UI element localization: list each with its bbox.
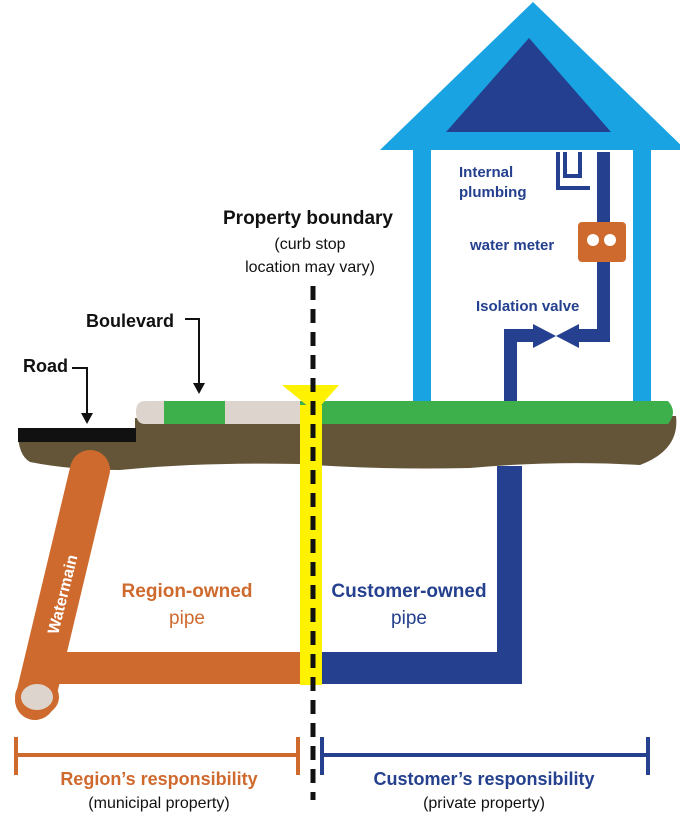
boulevard-sidewalk (225, 401, 305, 424)
water-meter-icon (578, 222, 626, 262)
watermain-pipe (15, 450, 110, 720)
boulevard-arrow-head (193, 383, 205, 394)
isolation-valve-label: Isolation valve (476, 298, 579, 315)
ground-soil (18, 416, 677, 470)
house-right-wall (633, 148, 651, 403)
boulevard-label: Boulevard (86, 311, 174, 331)
road-label: Road (23, 356, 68, 376)
house (380, 2, 680, 403)
curb-stop-marker (282, 385, 339, 412)
customer-owned-pipe-vertical (497, 466, 522, 684)
private-property-label: (private property) (423, 795, 545, 812)
customer-owned-pipe-horizontal (310, 652, 522, 684)
municipal-property-label: (municipal property) (88, 795, 229, 812)
region-responsibility-label: Region’s responsibility (60, 769, 257, 789)
road-surface (18, 428, 136, 442)
region-pipe-label: pipe (169, 608, 205, 629)
internal-plumbing-riser (597, 152, 610, 224)
customer-pipe-label: pipe (391, 608, 427, 629)
water-meter-dial-right (604, 234, 616, 246)
curb-note-line-1: (curb stop (274, 236, 345, 253)
meter-to-valve-pipe (597, 262, 610, 342)
region-responsibility-bracket (14, 737, 300, 775)
internal-plumbing-label-1: Internal (459, 164, 513, 181)
riser-to-valve-pipe (504, 329, 517, 404)
customer-responsibility-label: Customer’s responsibility (373, 769, 594, 789)
lawn-grass (300, 401, 673, 424)
customer-owned-label: Customer-owned (331, 581, 486, 602)
boulevard-callout-arrow (185, 318, 200, 385)
road-arrow-head (81, 413, 93, 424)
internal-plumbing (556, 152, 590, 190)
boulevard-curb (136, 401, 165, 424)
road-callout-arrow (72, 367, 88, 415)
region-owned-label: Region-owned (122, 581, 253, 602)
valve-left-pipe (510, 329, 540, 342)
water-meter-dial-left (587, 234, 599, 246)
property-boundary-label: Property boundary (223, 208, 393, 229)
valve-right-pipe (572, 329, 610, 342)
watermain-end-cap (15, 678, 59, 716)
water-meter-label: water meter (469, 237, 554, 254)
house-left-wall (413, 148, 431, 403)
boulevard-grass (164, 401, 226, 424)
house-roof-inner (446, 38, 611, 132)
isolation-valve-icon-right (556, 324, 579, 348)
customer-responsibility-bracket (320, 737, 650, 775)
curb-note-line-2: location may vary) (245, 259, 375, 276)
internal-plumbing-label-2: plumbing (459, 184, 527, 201)
isolation-valve-icon (533, 324, 556, 348)
region-owned-pipe-horizontal (55, 652, 310, 684)
